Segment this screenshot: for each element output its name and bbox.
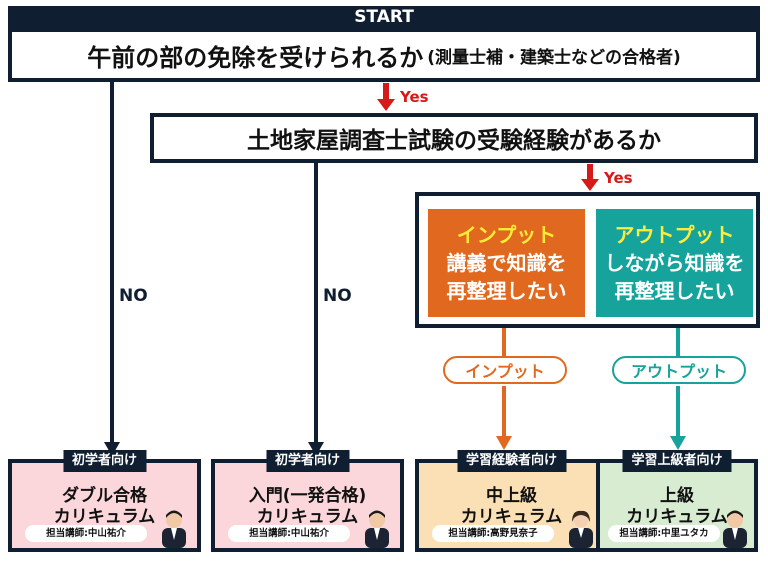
curriculum-card-advanced[interactable]: 学習上級者向け 上級 カリキュラム 担当講師:中里ユタカ bbox=[596, 450, 758, 552]
curriculum-card-intermediate[interactable]: 学習経験者向け 中上級 カリキュラム 担当講師:高野見奈子 bbox=[415, 450, 608, 552]
card-tag: 初学者向け bbox=[62, 450, 147, 472]
card-title-line2: カリキュラム bbox=[53, 507, 156, 527]
no-arrowhead-1 bbox=[104, 442, 120, 456]
option-input-line1: 講義で知識を bbox=[446, 251, 567, 275]
card-tag: 学習上級者向け bbox=[622, 450, 732, 472]
card-tag: 学習経験者向け bbox=[456, 450, 567, 472]
option-input: インプット 講義で知識を 再整理したい bbox=[428, 209, 585, 317]
question-exemption: 午前の部の免除を受けられるか (測量士補・建築士などの合格者) bbox=[8, 28, 760, 82]
curriculum-card-intro[interactable]: 初学者向け 入門(一発合格) カリキュラム 担当講師:中山祐介 bbox=[211, 450, 404, 552]
question-experience: 土地家屋調査士試験の受験経験があるか bbox=[150, 113, 758, 163]
card-teacher: 担当講師:中山祐介 bbox=[25, 525, 147, 542]
option-input-heading: インプット bbox=[456, 223, 557, 247]
no-label-2: NO bbox=[323, 286, 352, 306]
card-title-line1: 入門(一発合格) bbox=[248, 486, 367, 506]
card-title-line2: カリキュラム bbox=[626, 507, 728, 527]
teacher-avatar-icon bbox=[723, 510, 747, 548]
yes-arrowhead-1 bbox=[377, 99, 395, 111]
option-output-line2: 再整理したい bbox=[614, 279, 735, 303]
card-title-line2: カリキュラム bbox=[460, 507, 563, 527]
card-title-line1: 中上級 bbox=[486, 486, 537, 506]
no-arrowhead-2 bbox=[308, 442, 324, 456]
card-tag: 初学者向け bbox=[265, 450, 350, 472]
teacher-avatar-icon bbox=[162, 510, 186, 548]
input-arrowhead bbox=[496, 436, 512, 450]
card-title: ダブル合格 カリキュラム bbox=[12, 486, 197, 528]
pill-output: アウトプット bbox=[612, 356, 746, 384]
output-arrowhead bbox=[670, 436, 686, 450]
yes-label-2: Yes bbox=[604, 169, 633, 187]
card-teacher: 担当講師:高野見奈子 bbox=[432, 525, 554, 542]
card-title-line1: 上級 bbox=[660, 486, 694, 506]
pill-input: インプット bbox=[443, 356, 567, 384]
yes-label-1: Yes bbox=[400, 88, 429, 106]
start-label: START bbox=[8, 6, 760, 28]
card-title-line1: ダブル合格 bbox=[62, 486, 147, 506]
option-output-heading: アウトプット bbox=[614, 223, 735, 247]
question-exemption-text: 午前の部の免除を受けられるか bbox=[87, 43, 424, 72]
card-title-line2: カリキュラム bbox=[256, 507, 359, 527]
teacher-avatar-icon bbox=[569, 510, 593, 548]
yes-arrowhead-2 bbox=[581, 179, 599, 191]
curriculum-card-double[interactable]: 初学者向け ダブル合格 カリキュラム 担当講師:中山祐介 bbox=[8, 450, 201, 552]
option-output: アウトプット しながら知識を 再整理したい bbox=[596, 209, 753, 317]
option-input-line2: 再整理したい bbox=[446, 279, 567, 303]
card-title: 入門(一発合格) カリキュラム bbox=[215, 486, 400, 528]
no-label-1: NO bbox=[119, 286, 148, 306]
card-teacher: 担当講師:中山祐介 bbox=[228, 525, 350, 542]
card-title: 中上級 カリキュラム bbox=[419, 486, 604, 528]
teacher-avatar-icon bbox=[365, 510, 389, 548]
card-teacher: 担当講師:中里ユタカ bbox=[608, 525, 720, 542]
question-exemption-note: (測量士補・建築士などの合格者) bbox=[427, 47, 681, 68]
option-output-line1: しながら知識を bbox=[604, 251, 745, 275]
card-title: 上級 カリキュラム bbox=[600, 486, 754, 528]
